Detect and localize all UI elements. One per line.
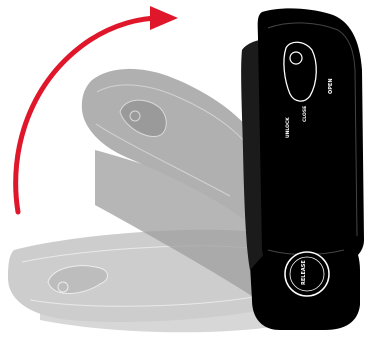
release-label: RELEASE — [301, 260, 307, 285]
main-device-body — [258, 8, 364, 270]
open-label: OPEN — [328, 78, 334, 94]
unlock-button[interactable] — [284, 42, 316, 101]
release-button[interactable] — [285, 252, 329, 296]
close-label: CLOSE — [302, 106, 308, 122]
unlock-label: UNLOCK — [285, 117, 291, 138]
